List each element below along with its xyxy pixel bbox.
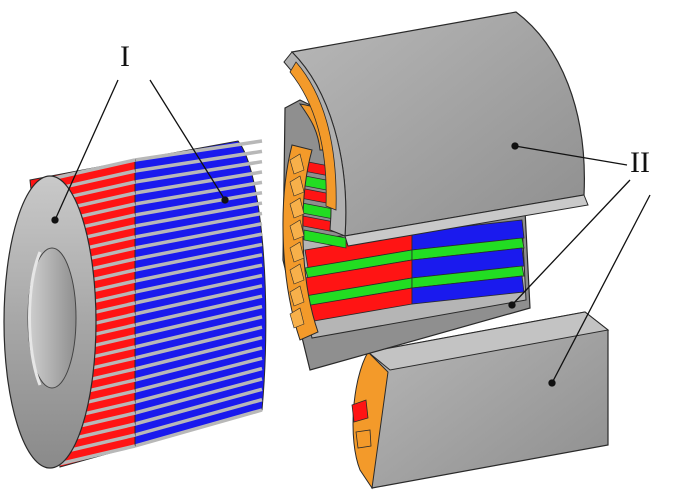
rotor-groove bbox=[134, 366, 263, 404]
stator-tooth bbox=[289, 197, 305, 219]
stator-tooth bbox=[289, 263, 305, 285]
rotor-groove bbox=[134, 232, 263, 261]
rotor-groove bbox=[134, 346, 263, 382]
stator-lower-shell bbox=[351, 311, 610, 490]
rotor-groove bbox=[134, 253, 263, 283]
rotor-groove bbox=[134, 263, 263, 294]
rotor-cylinder bbox=[3, 139, 267, 469]
stator-bar-blue bbox=[411, 237, 525, 261]
rotor-groove bbox=[45, 158, 136, 182]
stator-tooth bbox=[289, 285, 305, 307]
stator-tooth bbox=[289, 307, 305, 329]
rotor-groove bbox=[134, 273, 263, 305]
rotor-groove bbox=[134, 284, 263, 316]
rotor-groove bbox=[134, 139, 263, 162]
leader-lines bbox=[51, 79, 651, 387]
rotor-groove bbox=[134, 335, 263, 371]
rotor-groove bbox=[134, 294, 263, 327]
stator-tooth bbox=[289, 219, 305, 241]
rotor-groove bbox=[134, 397, 263, 437]
stator-tooth bbox=[289, 153, 305, 175]
rotor-groove bbox=[134, 191, 263, 217]
stator-bar-blue bbox=[411, 247, 525, 279]
rotor-blue-stripes bbox=[134, 139, 263, 448]
rotor-groove bbox=[134, 211, 263, 239]
rotor-groove bbox=[134, 201, 263, 228]
rotor-groove bbox=[134, 377, 263, 415]
rotor-groove bbox=[134, 222, 263, 250]
stator-bar-blue bbox=[411, 265, 525, 289]
rotor-groove bbox=[134, 387, 263, 426]
stator-side-bar bbox=[303, 229, 347, 249]
rotor-groove bbox=[134, 149, 263, 173]
rotor-groove bbox=[134, 159, 263, 184]
rotor-groove bbox=[134, 356, 263, 393]
rotor-groove bbox=[134, 304, 263, 338]
rotor-groove bbox=[134, 325, 263, 360]
rotor-groove bbox=[134, 170, 263, 195]
rotor-groove bbox=[134, 315, 263, 349]
stator-upper-shell bbox=[283, 11, 589, 247]
rotor-groove bbox=[134, 180, 263, 206]
rotor-groove bbox=[134, 242, 263, 272]
label-group-two: II bbox=[630, 146, 650, 179]
rotor-groove bbox=[134, 408, 263, 448]
stator-tooth bbox=[289, 175, 305, 197]
stator-teeth bbox=[289, 153, 305, 329]
stator-tooth bbox=[289, 241, 305, 263]
label-group-one: I bbox=[120, 40, 130, 73]
stator-bar-blue bbox=[411, 219, 525, 251]
